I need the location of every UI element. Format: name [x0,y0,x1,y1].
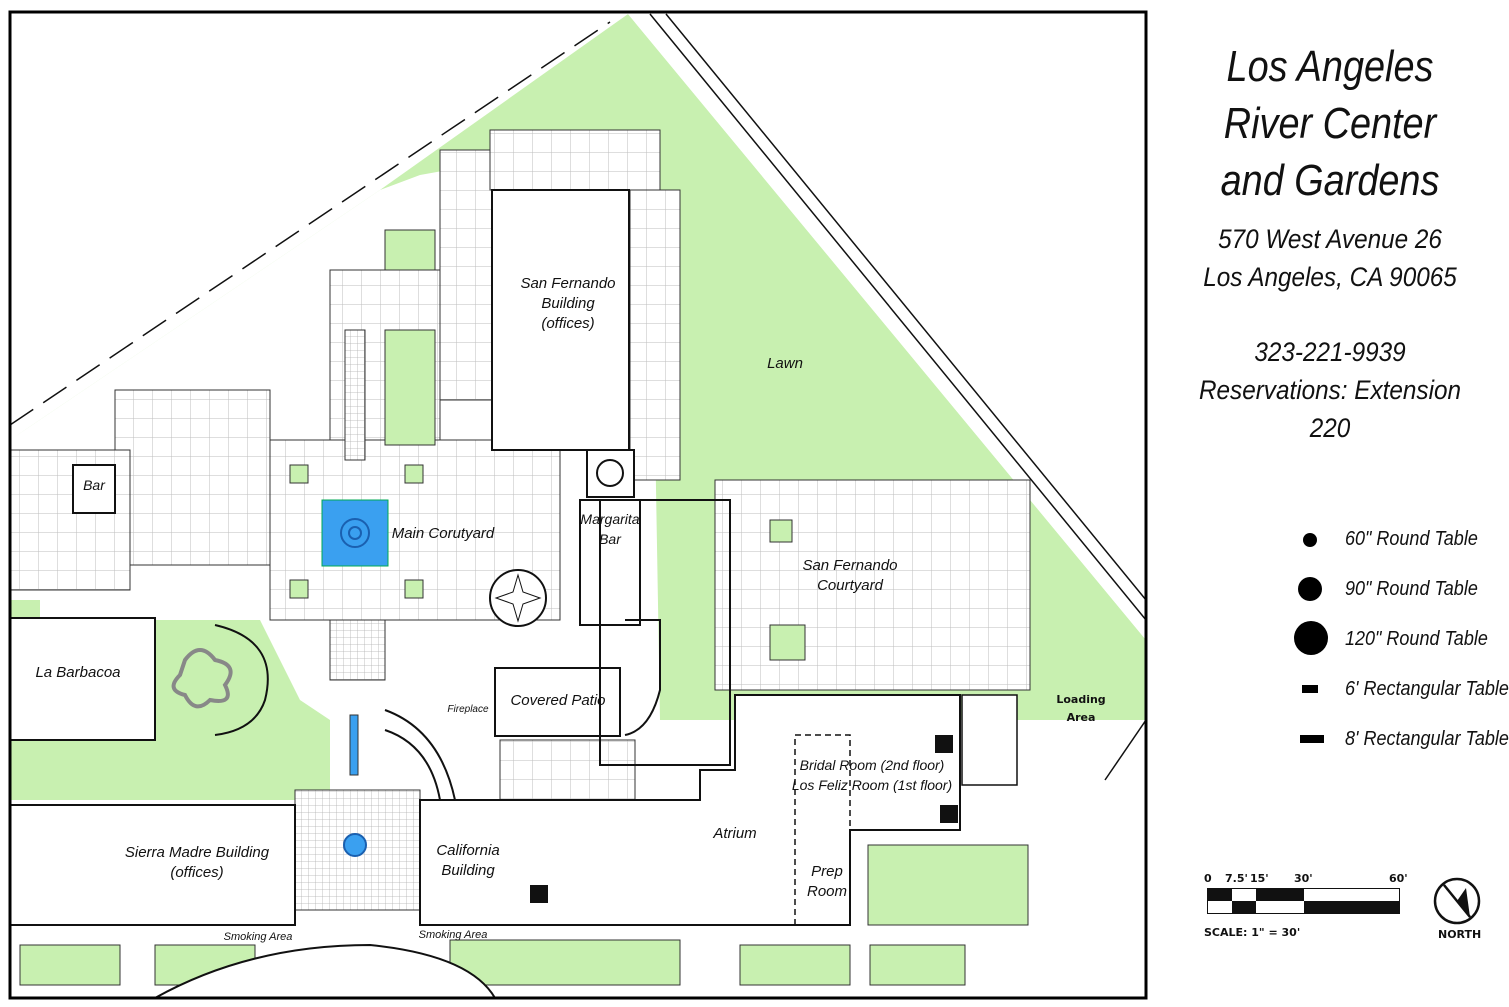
long-rect-icon [1300,735,1324,743]
contact: 323-221-9939 Reservations: Extension 220 [1177,333,1483,447]
label-lawn: Lawn [767,355,803,372]
label-atrium: Atrium [712,825,756,842]
north-label: NORTH [1438,928,1482,941]
short-rect-icon [1302,685,1318,693]
scale-tick: 7.5' [1225,872,1248,885]
title-line: River Center [1223,99,1437,148]
label-bridal-room: Bridal Room (2nd floor) [800,757,945,773]
legend-item: 90" Round Table [1220,573,1500,623]
legend: 60" Round Table 90" Round Table 120" Rou… [1220,523,1509,773]
legend-label: 60" Round Table [1345,528,1478,550]
label-margarita-bar: Bar [599,531,622,547]
label-san-fernando-2: Building [541,295,595,312]
address-line: Los Angeles, CA 90065 [1203,262,1457,292]
label-loading-2: Area [1067,711,1096,724]
sierra-madre-building [9,804,296,926]
paving-east-strip [629,189,681,481]
legend-label: 6' Rectangular Table [1345,678,1509,700]
legend-item: 120" Round Table [1220,621,1500,673]
scale-caption: SCALE: 1" = 30' [1204,926,1301,939]
label-san-fernando-1: San Fernando [520,275,615,292]
atrium-building [419,694,961,926]
scale-tick: 60' [1389,872,1408,885]
legend-item: 8' Rectangular Table [1220,723,1509,773]
label-loading-1: Loading [1056,693,1105,706]
label-sf-courtyard-1: San Fernando [802,557,897,574]
label-sf-courtyard-2: Courtyard [817,577,884,594]
scale-tick: 30' [1294,872,1313,885]
label-california-2: Building [441,862,495,879]
scale-bar: 0 7.5' 15' 30' 60' SCALE: 1" = 30' [1204,872,1427,942]
paving-sf-courtyard [714,479,1031,691]
small-circle-icon [1303,533,1317,547]
legend-item: 6' Rectangular Table [1220,673,1509,723]
scale-tick: 15' [1250,872,1269,885]
address: 570 West Avenue 26 Los Angeles, CA 90065 [1177,220,1483,296]
paving-walkway [329,619,386,681]
medium-circle-icon [1298,577,1322,601]
fountain-pool [321,499,389,567]
label-prep-1: Prep [811,863,843,880]
label-fireplace: Fireplace [447,704,489,715]
legend-label: 120" Round Table [1345,628,1488,650]
title-line: and Gardens [1220,156,1440,205]
label-california-1: California [436,842,499,859]
fountain-south [343,833,367,857]
address-line: 570 West Avenue 26 [1218,224,1442,254]
paving-west-terrace [114,389,271,566]
label-san-fernando-3: (offices) [541,315,594,332]
reservations-line: Reservations: Extension 220 [1198,375,1462,443]
label-covered-patio: Covered Patio [510,692,605,709]
scale-tick: 0 [1204,872,1212,885]
label-smoking-area-1: Smoking Area [224,931,293,943]
label-margarita: Margarita [580,511,639,527]
large-circle-icon [1294,621,1328,655]
label-prep-2: Room [807,883,847,900]
label-main-courtyard: Main Corutyard [392,525,495,542]
bar-building [72,464,116,514]
label-la-barbacoa: La Barbacoa [35,664,120,681]
label-sierra-madre-1: Sierra Madre Building [125,844,270,861]
label-bar: Bar [83,477,106,493]
legend-label: 90" Round Table [1345,578,1478,600]
site-map: Bar La Barbacoa Main Corutyard Margarita… [8,10,1148,1000]
phone-number: 323-221-9939 [1254,337,1406,367]
info-panel: Los Angeles River Center and Gardens 570… [1160,0,1509,1007]
north-arrow-icon [1433,877,1481,925]
paving-se-strip [499,739,636,801]
label-smoking-area-2: Smoking Area [419,929,488,941]
label-sierra-madre-2: (offices) [170,864,223,881]
paving-north-strip [489,129,661,191]
title-line: Los Angeles [1226,42,1434,91]
site-title: Los Angeles River Center and Gardens [1184,38,1476,209]
legend-label: 8' Rectangular Table [1345,728,1509,750]
san-fernando-building [491,189,630,451]
label-los-feliz-room: Los Feliz Room (1st floor) [792,777,952,793]
legend-item: 60" Round Table [1220,523,1500,573]
